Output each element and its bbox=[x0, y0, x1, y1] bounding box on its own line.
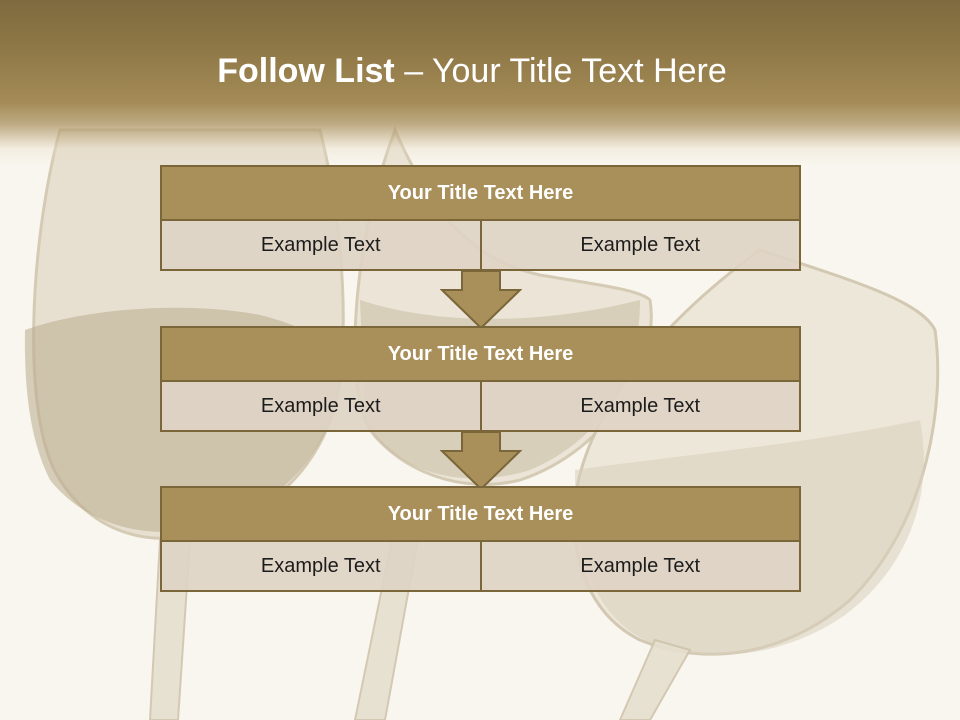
header-band bbox=[0, 0, 960, 165]
down-arrow-icon bbox=[440, 270, 522, 330]
block-title: Your Title Text Here bbox=[160, 486, 801, 542]
slide-title: Follow List – Your Title Text Here bbox=[0, 52, 944, 91]
block-row: Example Text Example Text bbox=[160, 542, 801, 592]
slide-title-strong: Follow List bbox=[217, 52, 395, 90]
list-block-3: Your Title Text Here Example Text Exampl… bbox=[160, 486, 801, 592]
block-title: Your Title Text Here bbox=[160, 165, 801, 221]
down-arrow-icon bbox=[440, 431, 522, 491]
block-row: Example Text Example Text bbox=[160, 382, 801, 432]
slide-title-rest: – Your Title Text Here bbox=[394, 52, 727, 90]
list-block-1: Your Title Text Here Example Text Exampl… bbox=[160, 165, 801, 271]
list-block-2: Your Title Text Here Example Text Exampl… bbox=[160, 326, 801, 432]
block-cell-left: Example Text bbox=[160, 221, 481, 271]
block-cell-right: Example Text bbox=[480, 221, 801, 271]
block-cell-left: Example Text bbox=[160, 382, 481, 432]
block-cell-right: Example Text bbox=[480, 382, 801, 432]
block-title: Your Title Text Here bbox=[160, 326, 801, 382]
block-cell-right: Example Text bbox=[480, 542, 801, 592]
block-row: Example Text Example Text bbox=[160, 221, 801, 271]
block-cell-left: Example Text bbox=[160, 542, 481, 592]
